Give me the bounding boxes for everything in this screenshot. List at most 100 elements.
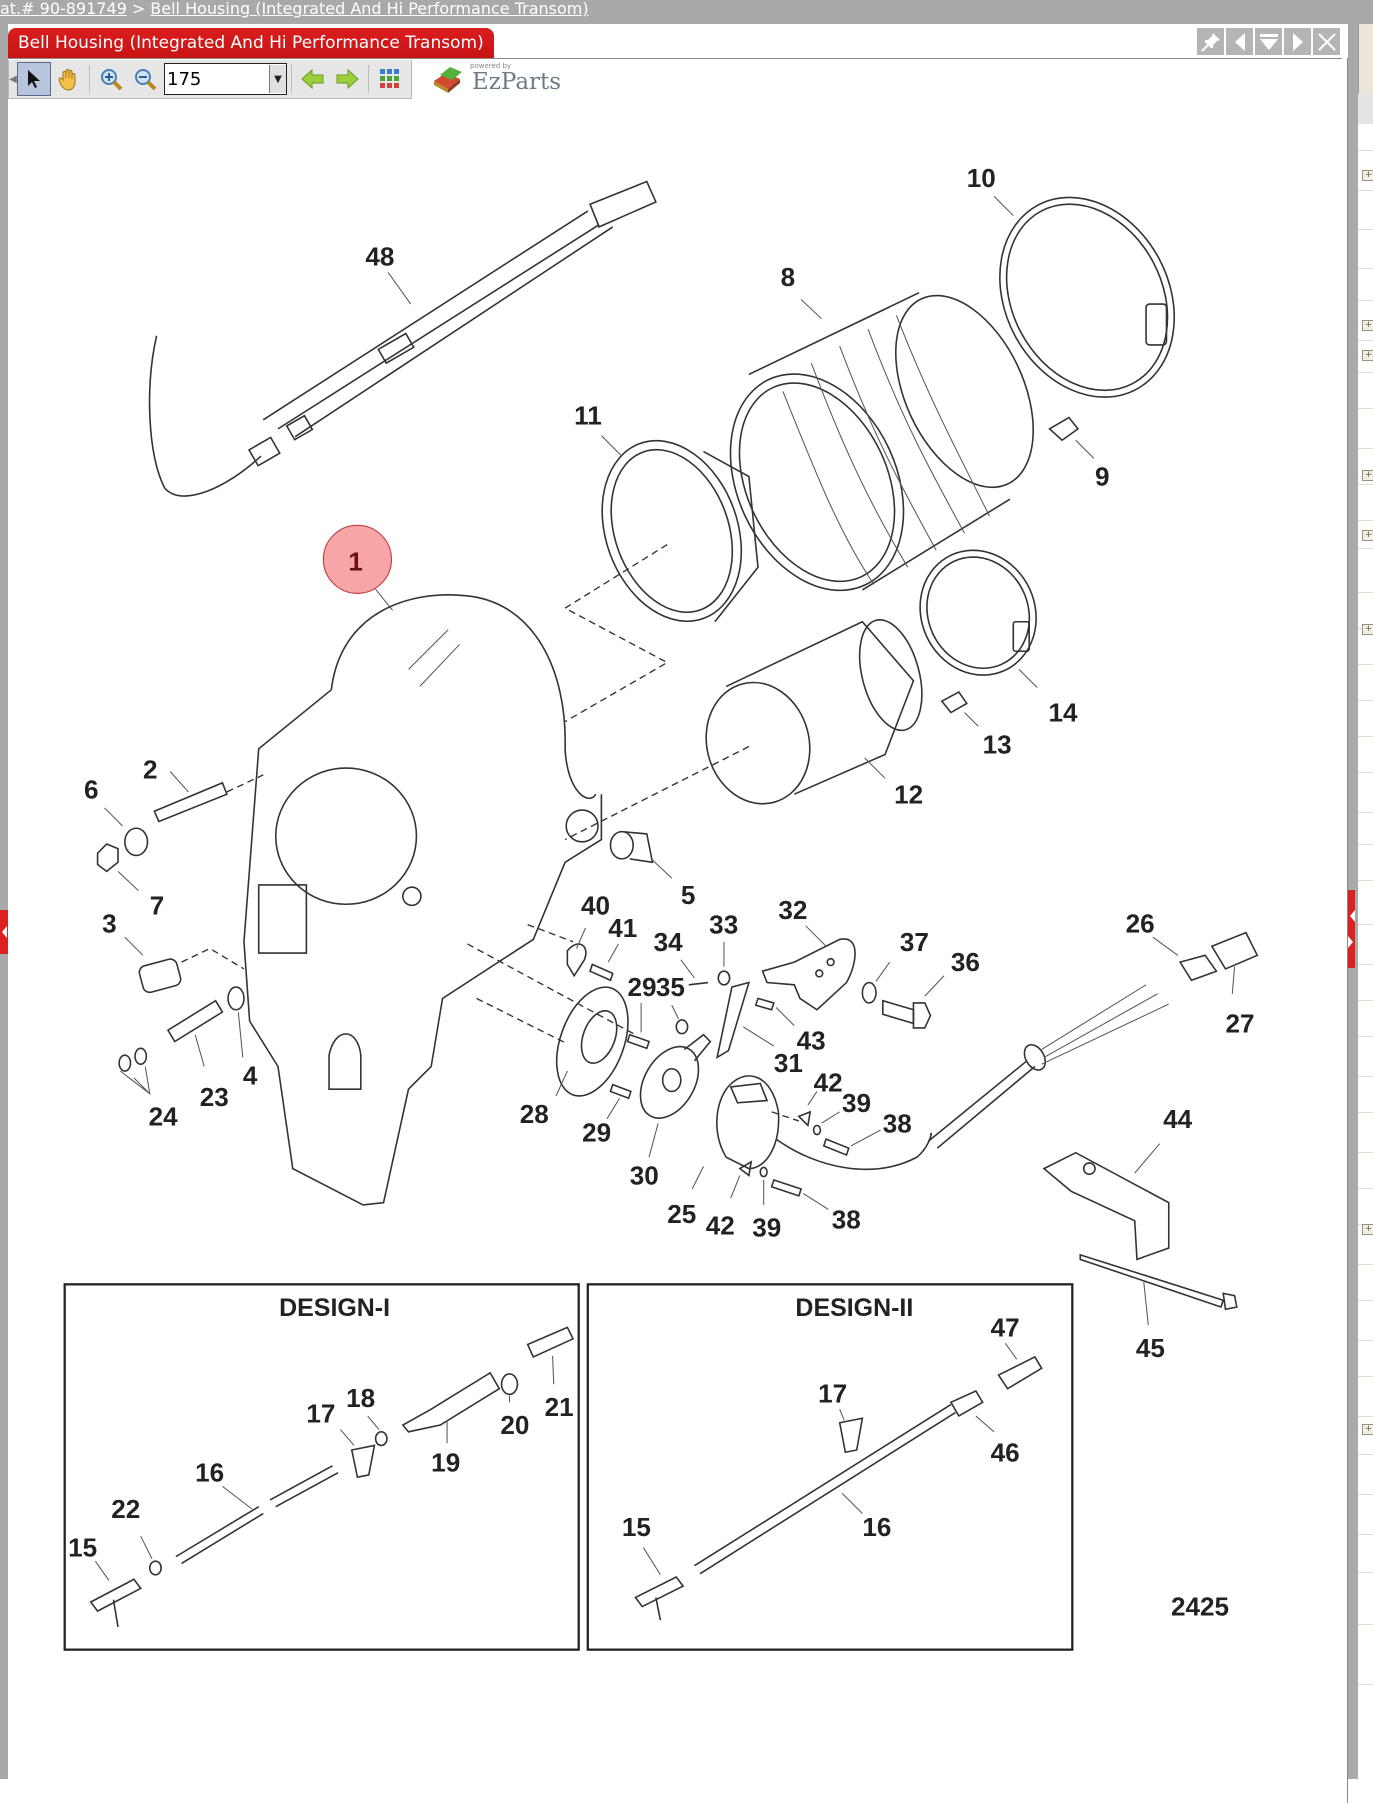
part-11-exhaust-tube-ring[interactable] (578, 421, 765, 641)
parts-list-row[interactable] (1358, 1454, 1373, 1455)
parts-list-row[interactable] (1358, 880, 1373, 881)
part-35-nut[interactable] (675, 1019, 689, 1035)
parts-list-row[interactable] (1358, 1300, 1373, 1301)
zoom-dropdown-button[interactable]: ▼ (269, 65, 286, 93)
part-39-washer[interactable] (812, 1124, 822, 1136)
parts-list-row[interactable] (1358, 1076, 1373, 1077)
callout-d1-16[interactable]: 16 (195, 1458, 224, 1488)
parts-list-row[interactable] (1358, 1036, 1373, 1037)
callout-26[interactable]: 26 (1126, 909, 1155, 939)
callout-12[interactable]: 12 (894, 779, 923, 809)
part-33-nut[interactable] (717, 970, 731, 986)
breadcrumb-current-link[interactable]: Bell Housing (Integrated And Hi Performa… (150, 0, 589, 18)
previous-button[interactable] (1226, 28, 1253, 55)
parts-list-row[interactable] (1358, 1340, 1373, 1341)
parts-list-row[interactable] (1358, 1494, 1373, 1495)
part-34-pin[interactable] (688, 981, 709, 986)
parts-list-row[interactable] (1358, 548, 1373, 549)
callout-d2-46[interactable]: 46 (991, 1437, 1020, 1467)
pin-button[interactable] (1197, 28, 1224, 55)
callout-41[interactable]: 41 (608, 913, 637, 943)
callout-10[interactable]: 10 (967, 163, 996, 193)
part-43-pin[interactable] (754, 997, 775, 1011)
parts-list-row[interactable] (1358, 1264, 1373, 1265)
parts-list-row[interactable] (1358, 229, 1373, 230)
parts-list-row[interactable] (1358, 964, 1373, 965)
part-25-sender-cover[interactable] (716, 1075, 780, 1170)
expand-row-icon[interactable]: + (1362, 1224, 1373, 1235)
parts-list-row[interactable] (1358, 1624, 1373, 1625)
next-button[interactable] (1284, 28, 1311, 55)
callout-40[interactable]: 40 (581, 890, 610, 920)
close-button[interactable] (1313, 28, 1340, 55)
part-42-wire-clip[interactable] (738, 1160, 753, 1177)
parts-list-button[interactable] (373, 62, 407, 96)
callout-23[interactable]: 23 (200, 1082, 229, 1112)
part-30-rotor[interactable] (629, 1033, 712, 1129)
part-12-exhaust-tube[interactable] (693, 613, 933, 816)
part-1-bell-housing[interactable] (243, 594, 603, 1206)
callout-5[interactable]: 5 (681, 880, 696, 910)
zoom-level-input[interactable] (165, 65, 269, 93)
select-tool-button[interactable] (17, 62, 51, 96)
callout-d2-15[interactable]: 15 (622, 1512, 651, 1542)
parts-list-row[interactable] (1358, 812, 1373, 813)
parts-list-row[interactable] (1358, 300, 1373, 301)
parts-list-row[interactable] (1358, 190, 1373, 191)
expand-row-icon[interactable]: + (1362, 170, 1373, 181)
diagram-tab[interactable]: Bell Housing (Integrated And Hi Performa… (8, 28, 494, 58)
part-44-wire-bracket[interactable] (1042, 1151, 1170, 1261)
callout-38-lower[interactable]: 38 (832, 1205, 861, 1235)
callout-1-highlight-bubble[interactable] (322, 524, 393, 594)
callout-39-upper[interactable]: 39 (842, 1088, 871, 1118)
callout-d2-16[interactable]: 16 (862, 1512, 891, 1542)
callout-13[interactable]: 13 (983, 729, 1012, 759)
part-37-washer[interactable] (861, 981, 877, 1004)
part-38-screw[interactable] (770, 1178, 803, 1197)
callout-24[interactable]: 24 (149, 1101, 179, 1131)
part-5-bushing[interactable] (609, 830, 654, 864)
part-14-hose-clamp[interactable] (900, 531, 1057, 694)
parts-list-row[interactable] (1358, 1572, 1373, 1573)
zoom-level-select[interactable]: ▼ (164, 63, 287, 95)
parts-list-row[interactable] (1358, 372, 1373, 373)
expand-row-icon[interactable]: + (1362, 1424, 1373, 1435)
part-48-wiring-harness[interactable] (148, 180, 657, 497)
callout-2[interactable]: 2 (143, 754, 158, 784)
parts-list-row[interactable] (1358, 150, 1373, 151)
part-39-washer[interactable] (759, 1166, 768, 1178)
callout-31[interactable]: 31 (774, 1048, 803, 1078)
callout-29-lower[interactable]: 29 (582, 1117, 611, 1147)
part-24-o-ring[interactable] (134, 1047, 148, 1066)
parts-list-row[interactable] (1358, 1112, 1373, 1113)
part-7-nut[interactable] (96, 843, 119, 873)
callout-30[interactable]: 30 (630, 1160, 659, 1190)
part-10-hose-clamp[interactable] (966, 167, 1208, 428)
part-2-stud[interactable] (153, 781, 228, 823)
part-29-screw[interactable] (609, 1083, 632, 1100)
part-42-wire-clip[interactable] (797, 1110, 812, 1128)
parts-list-row[interactable] (1358, 1188, 1373, 1189)
expand-row-icon[interactable]: + (1362, 320, 1373, 331)
parts-list-row[interactable] (1358, 664, 1373, 665)
callout-42-upper[interactable]: 42 (814, 1067, 843, 1097)
callout-d1-21[interactable]: 21 (545, 1392, 574, 1422)
back-button[interactable] (296, 62, 330, 96)
parts-list-row[interactable] (1358, 1534, 1373, 1535)
part-41-screw[interactable] (589, 963, 614, 982)
callout-45[interactable]: 45 (1136, 1333, 1165, 1363)
parts-list-row[interactable] (1358, 520, 1373, 521)
part-31-lever[interactable] (715, 981, 751, 1060)
callout-d2-47[interactable]: 47 (991, 1313, 1020, 1343)
breadcrumb-catalog-link[interactable]: at.# 90-891749 (0, 0, 127, 18)
callout-48[interactable]: 48 (365, 241, 394, 271)
callout-44[interactable]: 44 (1163, 1104, 1193, 1134)
collapse-button[interactable] (1255, 28, 1282, 55)
callout-6[interactable]: 6 (84, 775, 99, 805)
part-28-sender-base[interactable] (543, 977, 642, 1105)
callout-1[interactable]: 1 (348, 547, 363, 577)
parts-list-row[interactable] (1358, 1684, 1373, 1685)
callout-7[interactable]: 7 (150, 890, 165, 920)
right-collapse-handle[interactable] (1348, 890, 1355, 968)
callout-37[interactable]: 37 (900, 927, 929, 957)
